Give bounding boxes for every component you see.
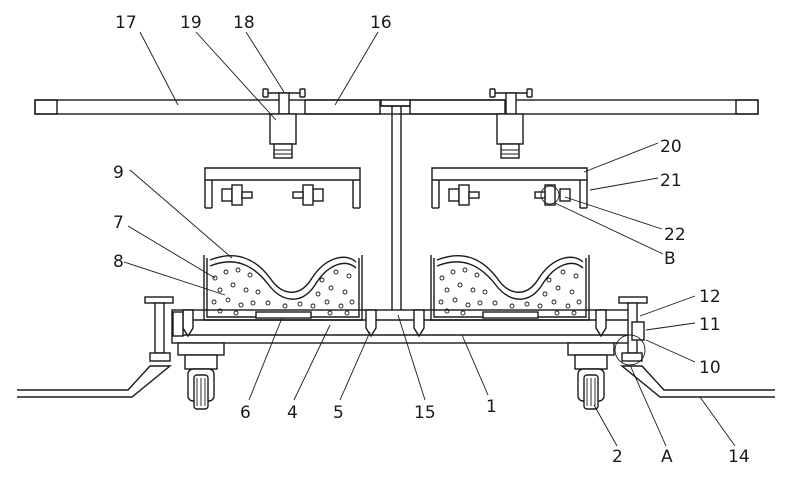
locating-pins [182, 309, 607, 338]
label-20: 20 [660, 137, 682, 157]
right-foam-dots [438, 267, 582, 316]
label-22: 22 [664, 225, 686, 245]
part-labels: 17 19 18 16 9 7 8 20 21 22 B 12 11 10 6 … [113, 13, 750, 467]
label-11: 11 [699, 315, 721, 335]
label-10: 10 [699, 358, 721, 378]
label-2: 2 [612, 447, 623, 467]
label-B: B [664, 249, 676, 269]
right-screw-assembly [489, 88, 533, 159]
left-clamp-frame [204, 167, 361, 209]
central-column [380, 99, 411, 310]
label-16: 16 [370, 13, 392, 33]
label-12: 12 [699, 287, 721, 307]
label-A: A [661, 447, 673, 467]
label-14: 14 [728, 447, 750, 467]
left-foam-dots [211, 267, 355, 316]
label-19: 19 [180, 13, 202, 33]
label-5: 5 [333, 403, 344, 423]
label-15: 15 [414, 403, 436, 423]
left-screw-assembly [262, 88, 306, 159]
right-side-clamp [614, 296, 775, 398]
label-7: 7 [113, 213, 124, 233]
left-caster [177, 342, 225, 410]
label-21: 21 [660, 171, 682, 191]
label-18: 18 [233, 13, 255, 33]
label-4: 4 [287, 403, 298, 423]
right-clamp-frame [431, 167, 588, 209]
left-side-clamp [17, 296, 184, 398]
label-1: 1 [486, 397, 497, 417]
label-17: 17 [115, 13, 137, 33]
label-9: 9 [113, 163, 124, 183]
right-caster [567, 342, 615, 410]
label-6: 6 [240, 403, 251, 423]
leader-lines [123, 31, 736, 447]
label-8: 8 [113, 252, 124, 272]
right-cradle-box [430, 255, 590, 321]
